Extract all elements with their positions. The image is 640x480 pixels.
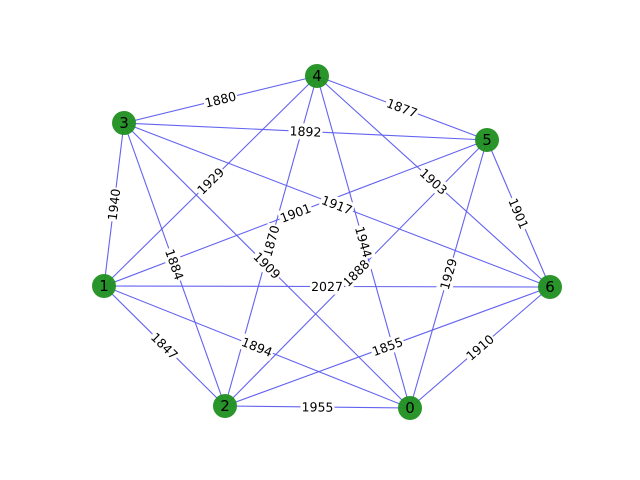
edge-label-4-5: 1877	[383, 94, 421, 122]
edge-label-1-6: 2027	[309, 278, 345, 295]
edge-label-4-0: 1944	[351, 223, 376, 261]
edge-label-2-0: 1955	[300, 398, 335, 416]
edge-label-background	[436, 255, 461, 293]
edge-label-0-6: 1910	[461, 330, 499, 365]
nodes-layer: 0 1 2 3 4 5 6	[92, 64, 562, 420]
edge-label-background	[383, 94, 421, 122]
edge-label-3-1: 1940	[103, 186, 125, 223]
edge-label-background	[103, 186, 125, 223]
node-circle	[92, 274, 116, 298]
node-label: 5	[482, 131, 492, 149]
edge-label-background	[288, 122, 323, 141]
node-0: 0	[398, 396, 422, 420]
edge-label-background	[309, 278, 345, 295]
edge-label-background	[300, 398, 335, 416]
edge-label-background	[504, 194, 533, 233]
edge-label-4-2: 1870	[258, 222, 284, 260]
edge-label-background	[249, 247, 285, 284]
node-5: 5	[475, 128, 499, 152]
edge-label-2-6: 1855	[368, 333, 407, 360]
edge-label-background	[146, 328, 183, 364]
edge-weight-label: 1955	[302, 399, 334, 414]
edge-weight-label: 2027	[311, 279, 343, 294]
node-label: 2	[220, 397, 230, 415]
edge-weight-label: 1917	[319, 192, 354, 217]
edge-label-background	[276, 199, 315, 227]
edge-label-background	[258, 222, 284, 260]
node-circle	[213, 394, 237, 418]
node-label: 6	[545, 278, 555, 296]
node-2: 2	[213, 394, 237, 418]
edge-label-background	[318, 191, 356, 219]
node-circle	[475, 128, 499, 152]
edge-label-3-5: 1892	[288, 122, 323, 141]
edge-label-4-3: 1880	[202, 87, 239, 112]
edge-label-5-0: 1929	[436, 255, 461, 293]
edge-label-background	[368, 333, 407, 360]
edge-label-background	[238, 333, 276, 361]
node-1: 1	[92, 274, 116, 298]
edge-weight-label: 1901	[505, 196, 531, 231]
edge-weight-label: 1855	[370, 334, 405, 359]
edge-label-background	[351, 223, 376, 261]
edge-weight-label: 1901	[278, 200, 313, 225]
node-label: 3	[119, 114, 129, 132]
node-label: 1	[99, 277, 109, 295]
edge-weight-label: 1884	[162, 247, 187, 282]
edge-label-background	[192, 163, 229, 199]
edge-label-background	[415, 164, 452, 199]
edge-label-5-6: 1901	[504, 194, 533, 233]
edge-label-1-0: 1894	[238, 333, 276, 361]
edge-label-background	[461, 330, 499, 365]
edge-label-3-2: 1884	[161, 245, 188, 284]
node-6: 6	[538, 275, 562, 299]
node-3: 3	[112, 111, 136, 135]
node-circle	[305, 64, 329, 88]
edge-label-background	[161, 245, 188, 284]
node-4: 4	[305, 64, 329, 88]
node-label: 0	[405, 399, 415, 417]
edge-weight-label: 1880	[203, 88, 238, 110]
edge-label-background	[338, 255, 374, 291]
edge-weight-label: 1940	[105, 188, 124, 221]
edge-label-background	[202, 87, 239, 112]
edge-weight-label: 1894	[239, 334, 274, 360]
node-label: 4	[312, 67, 322, 85]
node-circle	[538, 275, 562, 299]
node-circle	[398, 396, 422, 420]
edge-weight-label: 1877	[384, 95, 419, 120]
edge-weight-label: 1892	[289, 123, 321, 139]
edge-label-5-1: 1901	[276, 199, 315, 227]
node-circle	[112, 111, 136, 135]
